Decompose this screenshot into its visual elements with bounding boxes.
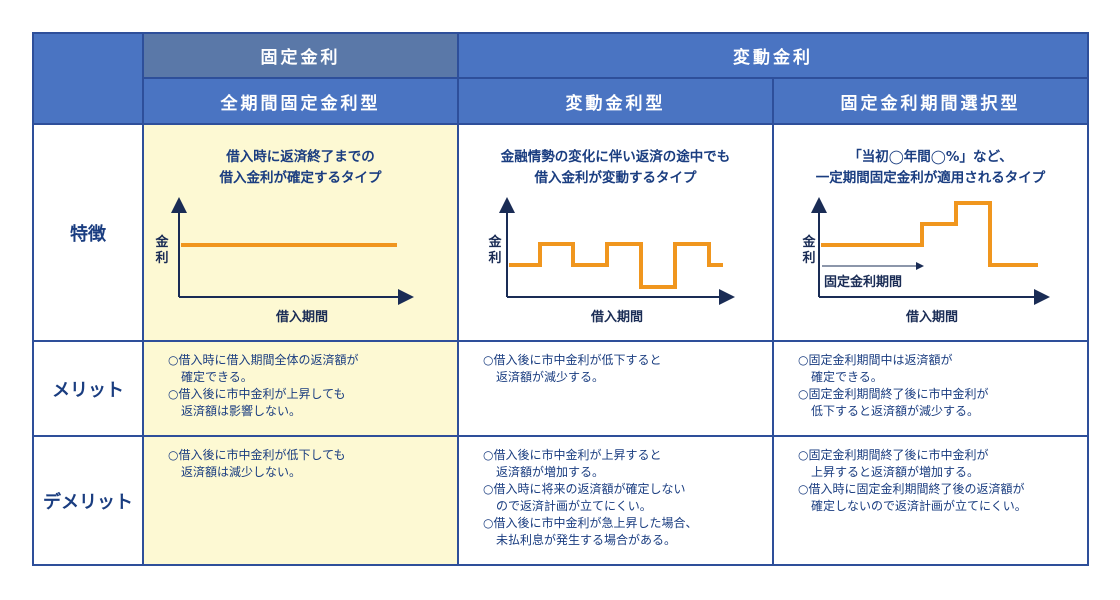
fixed-period-label: 固定金利期間	[824, 274, 902, 290]
corner-header-cell	[32, 32, 144, 125]
row-label-features: 特徴	[32, 123, 144, 342]
comparison-table-wrapper: 固定金利 変動金利 全期間固定金利型 変動金利型 固定金利期間選択型 特徴 借入…	[32, 32, 1089, 566]
rate-line	[509, 242, 723, 289]
x-axis-label: 借入期間	[275, 309, 328, 325]
feature-cell-full-fixed: 借入時に返済終了までの 借入金利が確定するタイプ 金 利 借入期間	[142, 123, 459, 342]
y-axis-label: 金	[801, 234, 816, 250]
fixed-rate-group-header: 固定金利	[142, 32, 459, 79]
list-item: 借入後に市中金利が急上昇した場合、未払利息が発生する場合がある。	[483, 515, 772, 549]
x-axis-label: 借入期間	[590, 309, 643, 325]
fixed-rate-graph: 金 利 借入期間	[154, 197, 414, 325]
col-header-variable: 変動金利型	[457, 77, 774, 125]
feature-cell-fixed-period: 「当初◯年間◯%」など、 一定期間固定金利が適用されるタイプ 金 利	[772, 123, 1089, 342]
col-header-fixed-period: 固定金利期間選択型	[772, 77, 1089, 125]
feature-description: 「当初◯年間◯%」など、 一定期間固定金利が適用されるタイプ	[815, 149, 1046, 186]
feature-description: 金融情勢の変化に伴い返済の途中でも 借入金利が変動するタイプ	[500, 149, 731, 186]
row-label-merits: メリット	[32, 340, 144, 437]
variable-rate-group-header: 変動金利	[457, 32, 1089, 79]
row-label-demerits: デメリット	[32, 435, 144, 566]
feature-cell-variable: 金融情勢の変化に伴い返済の途中でも 借入金利が変動するタイプ 金 利 借入期間	[457, 123, 774, 342]
y-axis-label: 金	[154, 234, 169, 250]
loan-comparison-table: 固定金利 変動金利 全期間固定金利型 変動金利型 固定金利期間選択型 特徴 借入…	[32, 32, 1089, 566]
variable-rate-graph: 金 利 借入期間	[487, 197, 735, 325]
x-axis-label: 借入期間	[905, 309, 958, 325]
rate-line	[821, 201, 1038, 267]
col-header-full-fixed: 全期間固定金利型	[142, 77, 459, 125]
y-axis-label: 利	[155, 250, 168, 266]
y-axis-label: 利	[802, 250, 815, 266]
feature-description: 借入時に返済終了までの 借入金利が確定するタイプ	[219, 149, 382, 186]
y-axis-label: 金	[487, 234, 502, 250]
y-axis-label: 利	[488, 250, 501, 266]
fixed-period-graph: 金 利 固定金利期間 借入期間	[801, 197, 1050, 325]
